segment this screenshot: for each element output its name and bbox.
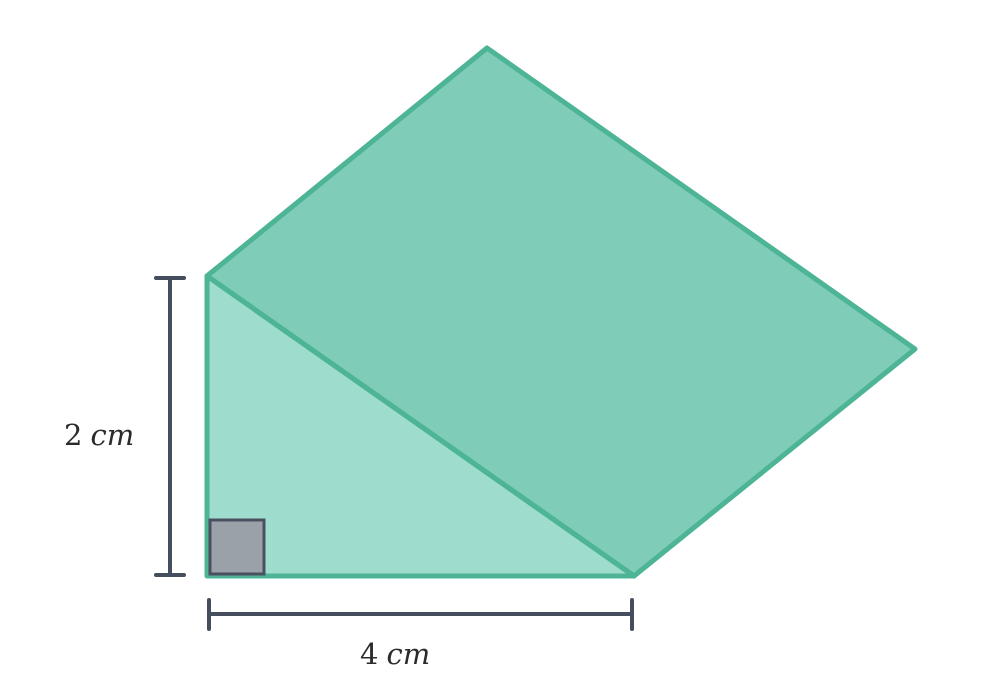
right-angle-marker <box>208 518 266 576</box>
width-unit: cm <box>386 637 431 671</box>
height-dimension-line <box>154 276 186 577</box>
width-value: 4 <box>360 637 379 671</box>
width-dimension-line <box>207 598 634 631</box>
hypotenuse-edge <box>204 273 637 579</box>
height-value: 2 <box>64 418 83 452</box>
height-unit: cm <box>90 418 135 452</box>
